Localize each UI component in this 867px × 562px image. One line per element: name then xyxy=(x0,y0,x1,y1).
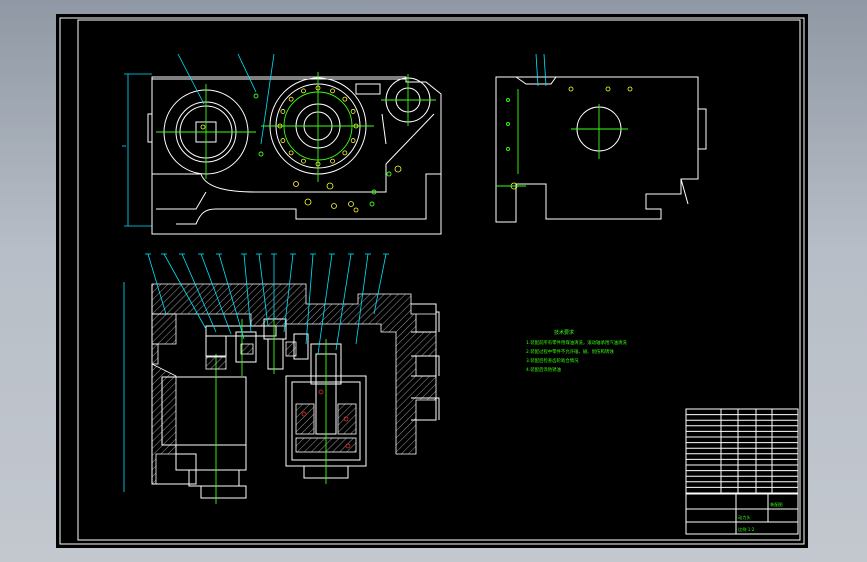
bolt-hole xyxy=(280,109,286,114)
notes-line-3: 3.装配后检查齿轮啮合情况 xyxy=(526,357,579,364)
drawing-title: 装配图 xyxy=(770,501,783,508)
bolt-hole xyxy=(288,150,294,156)
bolt-hole xyxy=(301,158,306,164)
parts-list-rows xyxy=(686,414,798,494)
notes-line-4: 4.装配后涂防锈油 xyxy=(526,366,562,373)
leader-line xyxy=(181,253,217,333)
leader-line xyxy=(283,253,294,333)
bolt-hole xyxy=(342,150,348,156)
leader-line xyxy=(373,253,387,315)
notes-line-1: 1.装配前所有零件用煤油清洗，滚动轴承用汽油清洗 xyxy=(526,339,627,346)
leader-line xyxy=(147,253,167,315)
bolt-hole xyxy=(350,138,356,143)
leader-line xyxy=(243,253,252,333)
bolt-hole xyxy=(330,88,335,94)
flange-bolt-circle xyxy=(277,85,359,167)
notes-line-2: 2.装配过程中零件不允许磕、碰、划伤和锈蚀 xyxy=(526,348,614,355)
leader-line xyxy=(218,253,245,340)
section-view xyxy=(123,253,440,504)
bolt-hole xyxy=(315,85,321,91)
bolt-hole xyxy=(330,158,335,164)
leader-line xyxy=(355,253,369,345)
notes-heading: 技术要求 xyxy=(554,329,574,336)
side-view xyxy=(495,53,707,223)
bolt-hole xyxy=(342,96,348,102)
leader-line xyxy=(305,253,314,345)
technical-notes: 技术要求 1.装配前所有零件用煤油清洗，滚动轴承用汽油清洗 2.装配过程中零件不… xyxy=(526,329,627,373)
outer-frame xyxy=(59,17,805,545)
leader-line xyxy=(258,253,269,327)
leader-line xyxy=(335,253,352,351)
front-view xyxy=(122,53,442,235)
bolt-hole xyxy=(288,96,294,102)
inner-frame xyxy=(77,19,801,541)
cad-drawing-canvas: 技术要求 1.装配前所有零件用煤油清洗，滚动轴承用汽油清洗 2.装配过程中零件不… xyxy=(56,14,808,548)
scale-row: 比例 1:2 xyxy=(738,526,755,533)
bolt-hole xyxy=(315,161,321,167)
bolt-hole xyxy=(277,123,283,129)
bolt-hole xyxy=(280,138,286,143)
leader-line xyxy=(200,253,232,335)
title-block: 装配图 动力头 比例 1:2 xyxy=(685,408,799,535)
bolt-hole xyxy=(301,88,306,94)
leader-line xyxy=(317,253,333,355)
leader-line xyxy=(163,253,207,330)
bolt-hole xyxy=(353,123,359,129)
part-leaders xyxy=(145,253,389,355)
cad-drawing: 技术要求 1.装配前所有零件用煤油清洗，滚动轴承用汽油清洗 2.装配过程中零件不… xyxy=(59,17,805,545)
part-name: 动力头 xyxy=(738,514,751,521)
bolt-hole xyxy=(350,109,356,114)
